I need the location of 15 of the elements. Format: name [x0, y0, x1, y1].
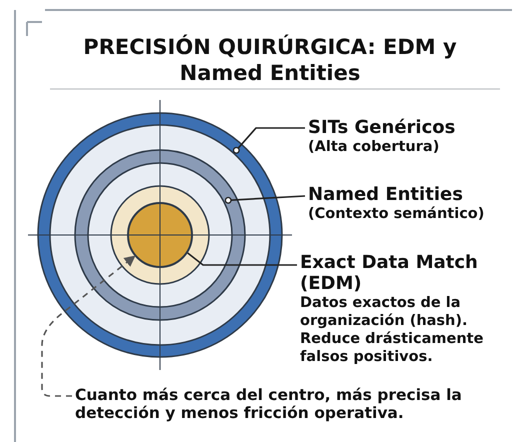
middle-ring	[74, 149, 246, 321]
leader-line	[232, 127, 305, 154]
callout-heading: SITs Genéricos	[308, 117, 456, 138]
outer-ring	[37, 112, 283, 358]
title: PRECISIÓN QUIRÚRGICA: EDM y Named Entities	[82, 34, 458, 86]
leader-line	[224, 195, 306, 204]
callout-text: Datos exactos de la organización (hash). Reduce drásticamente falsos positivos.	[300, 294, 484, 366]
core-circle	[127, 202, 193, 268]
callout-heading: Exact Data Match (EDM)	[300, 252, 479, 294]
callout-text: (Alta cobertura)	[308, 138, 440, 156]
leader-line	[187, 252, 297, 266]
callout-text: (Contexto semántico)	[308, 205, 486, 223]
callout-heading: Named Entities	[308, 184, 464, 205]
arrow	[41, 256, 136, 397]
note-text: Cuanto más cerca del centro, más precisa la detección y menos fricción operativa.	[75, 386, 463, 422]
